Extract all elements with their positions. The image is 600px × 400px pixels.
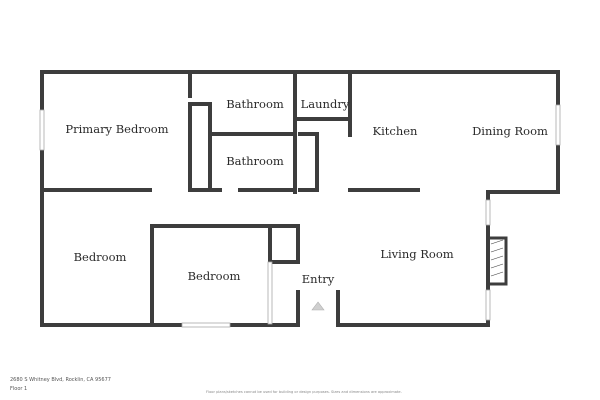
room-label-living-room: Living Room bbox=[380, 247, 453, 261]
disclaimer-text: Floor plans/sketches cannot be used for … bbox=[206, 390, 402, 394]
room-label-laundry: Laundry bbox=[301, 97, 350, 111]
room-labels: Primary Bedroom Bathroom Laundry Kitchen… bbox=[65, 97, 548, 286]
fireplace-hatch bbox=[490, 239, 504, 277]
room-label-bathroom-middle: Bathroom bbox=[226, 154, 284, 168]
entry-marker bbox=[311, 301, 325, 311]
windows bbox=[39, 104, 561, 328]
address-text: 2680 S Whitney Blvd, Rocklin, CA 95677 bbox=[10, 377, 111, 383]
room-label-dining-room: Dining Room bbox=[472, 124, 548, 138]
room-label-kitchen: Kitchen bbox=[373, 124, 419, 138]
room-label-entry: Entry bbox=[302, 272, 335, 286]
floor-label: Floor 1 bbox=[10, 386, 28, 392]
room-label-primary-bedroom: Primary Bedroom bbox=[65, 122, 168, 136]
room-label-bathroom-top: Bathroom bbox=[226, 97, 284, 111]
room-label-bedroom-center: Bedroom bbox=[188, 269, 241, 283]
room-label-bedroom-left: Bedroom bbox=[74, 250, 127, 264]
walls bbox=[40, 70, 560, 327]
